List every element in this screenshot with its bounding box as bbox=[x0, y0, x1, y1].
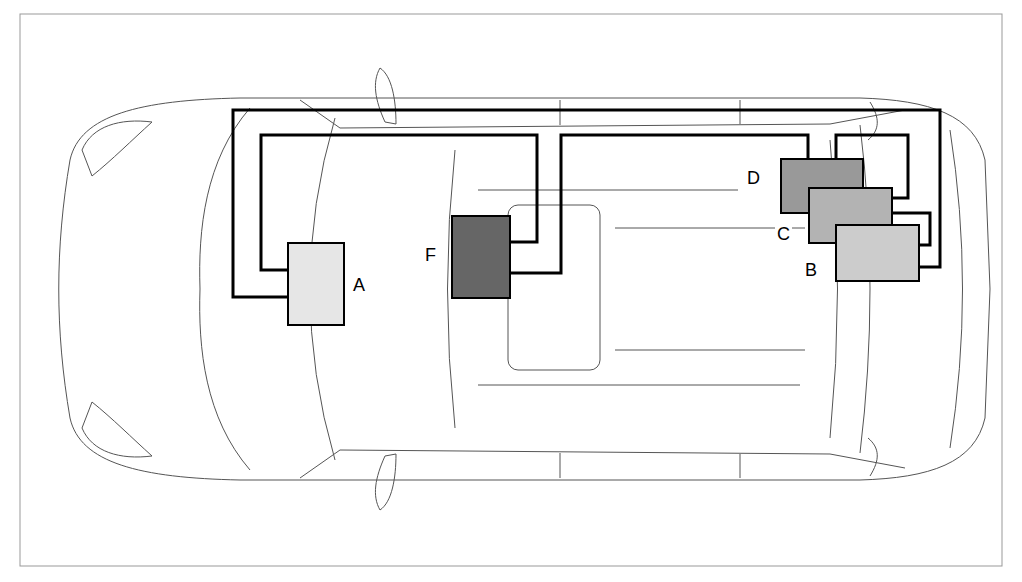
part-label: B bbox=[803, 259, 819, 281]
part-label: A bbox=[351, 274, 367, 296]
part-label: D bbox=[745, 167, 762, 189]
car-body bbox=[59, 68, 990, 510]
wire-connector bbox=[511, 135, 808, 273]
part-label: C bbox=[775, 223, 792, 245]
part-label: F bbox=[423, 244, 438, 266]
module-box: B bbox=[835, 224, 920, 282]
module-box: F bbox=[451, 215, 511, 299]
frame bbox=[20, 14, 1002, 566]
module-box: A bbox=[287, 242, 345, 326]
